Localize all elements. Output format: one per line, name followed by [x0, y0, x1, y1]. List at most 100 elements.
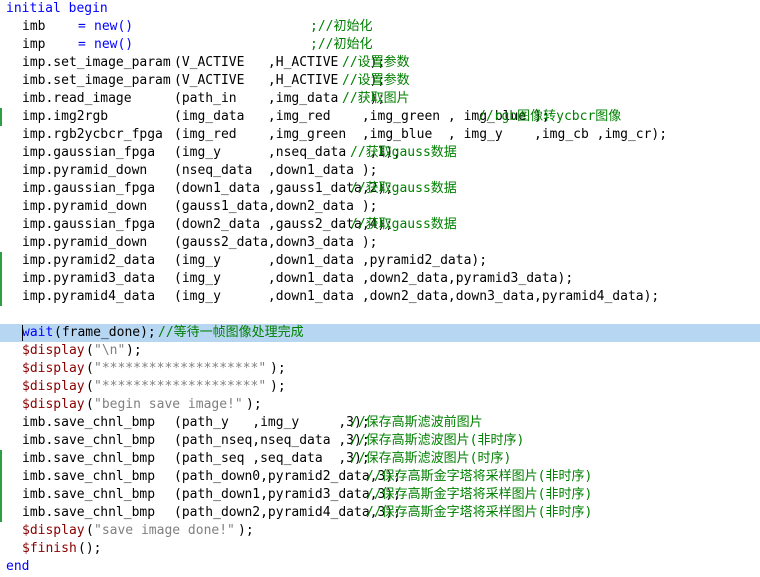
code-token: (gauss1_data,down2_data );	[174, 199, 378, 214]
code-line[interactable]: $display("begin save image!");	[0, 396, 760, 414]
code-line[interactable]: imp.pyramid_down (gauss1_data,down2_data …	[0, 198, 760, 216]
code-token: (	[86, 523, 94, 538]
code-token: imp.gaussian_fpga	[22, 181, 156, 196]
code-token: $display	[22, 397, 85, 412]
code-token: imb.save_chnl_bmp	[22, 469, 156, 484]
code-token: (img_y ,down1_data ,down2_data,down3_dat…	[174, 289, 660, 304]
code-token: (down2_data ,gauss2_data,4);	[174, 217, 394, 232]
code-token: (	[86, 397, 94, 412]
code-token: //保存高斯滤波前图片	[350, 415, 483, 430]
code-token: (path_nseq,nseq_data ,3);	[174, 433, 370, 448]
code-line[interactable]: imp.gaussian_fpga (down2_data ,gauss2_dat…	[0, 216, 760, 234]
code-line[interactable]: imb.save_chnl_bmp(path_down2,pyramid4_da…	[0, 504, 760, 522]
code-token: //获取gauss数据	[350, 145, 457, 160]
code-token: imb.save_chnl_bmp	[22, 451, 156, 466]
code-token: (gauss2_data,down3_data );	[174, 235, 378, 250]
code-token: imp.pyramid_down	[22, 199, 148, 214]
code-line[interactable]: imp=new();//初始化	[0, 36, 760, 54]
code-token: initial begin	[6, 1, 108, 16]
code-token: (path_seq ,seq_data ,3);	[174, 451, 370, 466]
code-token: (img_y ,nseq_data ,1);	[174, 145, 401, 160]
code-line[interactable]: wait(frame_done);//等待一帧图像处理完成	[0, 324, 760, 342]
code-line[interactable]: imp.pyramid4_data(img_y ,down1_data ,dow…	[0, 288, 760, 306]
code-line[interactable]: $display("********************");	[0, 378, 760, 396]
code-line[interactable]: imb.save_chnl_bmp (path_seq ,seq_data ,3)…	[0, 450, 760, 468]
code-token: wait	[22, 325, 54, 340]
code-token: (path_down1,pyramid3_data,3);	[174, 487, 401, 502]
code-token: imp.rgb2ycbcr_fpga	[22, 127, 163, 142]
change-marker	[0, 288, 2, 306]
code-token: imp.gaussian_fpga	[22, 217, 156, 232]
code-token: imp.pyramid_down	[22, 235, 148, 250]
code-line[interactable]: imb=new();//初始化	[0, 18, 760, 36]
code-token: );	[126, 343, 142, 358]
code-token: (frame_done);	[54, 325, 156, 340]
code-line[interactable]: imb.set_image_param(V_ACTIVE ,H_ACTIVE )…	[0, 72, 760, 90]
code-token: (path_y ,img_y ,3);	[174, 415, 370, 430]
change-marker	[0, 504, 2, 522]
code-token: imp	[22, 37, 46, 52]
code-line[interactable]: $display("save image done!");	[0, 522, 760, 540]
code-line[interactable]: imp.pyramid_down(nseq_data ,down1_data )…	[0, 162, 760, 180]
code-token: (V_ACTIVE ,H_ACTIVE );	[174, 55, 386, 70]
code-token: (path_down0,pyramid2_data,3);	[174, 469, 401, 484]
code-line[interactable]: imb.save_chnl_bmp (path_down0,pyramid2_da…	[0, 468, 760, 486]
code-token: //获取gauss数据	[350, 217, 457, 232]
code-token: $display	[22, 343, 85, 358]
code-token: imb.save_chnl_bmp	[22, 415, 156, 430]
change-marker	[0, 450, 2, 468]
code-token: "********************"	[94, 379, 267, 394]
code-token: =	[78, 37, 86, 52]
code-token: imp.pyramid3_data	[22, 271, 156, 286]
change-marker	[0, 486, 2, 504]
code-token: (img_y ,down1_data ,pyramid2_data);	[174, 253, 488, 268]
code-token: $display	[22, 523, 85, 538]
code-token: imp.img2rgb	[22, 109, 109, 124]
code-token: (	[86, 343, 94, 358]
code-line[interactable]: initial begin	[0, 0, 760, 18]
code-token: imp.pyramid2_data	[22, 253, 156, 268]
code-line[interactable]	[0, 306, 760, 324]
code-line[interactable]: imp.gaussian_fpga (img_y ,nseq_data ,1);/…	[0, 144, 760, 162]
code-token: "********************"	[94, 361, 267, 376]
code-line[interactable]: imb.read_image(path_in ,img_data );//获取图…	[0, 90, 760, 108]
code-line[interactable]: imb.save_chnl_bmp (path_y ,img_y ,3);//保存…	[0, 414, 760, 432]
code-line[interactable]: imp.img2rgb(img_data ,img_red ,img_green…	[0, 108, 760, 126]
code-token: );	[270, 361, 286, 376]
code-token: //保存高斯金字塔将采样图片(非时序)	[366, 469, 593, 484]
change-marker	[0, 270, 2, 288]
code-token: new()	[94, 37, 134, 52]
code-token: (V_ACTIVE ,H_ACTIVE );	[174, 73, 386, 88]
code-line[interactable]: imp.pyramid2_data (img_y ,down1_data ,pyr…	[0, 252, 760, 270]
code-token: imp.pyramid_down	[22, 163, 148, 178]
code-token: (	[86, 361, 94, 376]
code-line[interactable]: $display("\n");	[0, 342, 760, 360]
code-token: (img_red ,img_green ,img_blue , img_y ,i…	[174, 127, 668, 142]
code-line[interactable]: imb.save_chnl_bmp (path_nseq,nseq_data ,3…	[0, 432, 760, 450]
code-token: imp.gaussian_fpga	[22, 145, 156, 160]
change-marker	[0, 108, 2, 126]
code-token: imb.save_chnl_bmp	[22, 487, 156, 502]
code-line[interactable]: end	[0, 558, 760, 576]
code-token: //设置参数	[342, 73, 410, 88]
code-line[interactable]: imp.pyramid_down (gauss2_data,down3_data …	[0, 234, 760, 252]
code-token: //等待一帧图像处理完成	[158, 325, 304, 340]
code-token: //获取图片	[342, 91, 410, 106]
code-token: new()	[94, 19, 134, 34]
code-line[interactable]: imp.set_image_param(V_ACTIVE ,H_ACTIVE )…	[0, 54, 760, 72]
code-token: $display	[22, 379, 85, 394]
code-line[interactable]: imb.save_chnl_bmp (path_down1,pyramid3_da…	[0, 486, 760, 504]
code-token: (path_down2,pyramid4_data,3);	[174, 505, 401, 520]
code-line[interactable]: imp.rgb2ycbcr_fpga (img_red ,img_green ,i…	[0, 126, 760, 144]
code-token: imb.save_chnl_bmp	[22, 433, 156, 448]
code-line[interactable]: imp.gaussian_fpga(down1_data ,gauss1_dat…	[0, 180, 760, 198]
code-token: //保存高斯金字塔将采样图片(非时序)	[366, 505, 593, 520]
code-line[interactable]: $finish();	[0, 540, 760, 558]
code-token: (path_in ,img_data );	[174, 91, 386, 106]
change-marker	[0, 252, 2, 270]
code-token: //rgb图像转ycbcr图像	[478, 109, 622, 124]
code-line[interactable]: imp.pyramid3_data (img_y ,down1_data ,dow…	[0, 270, 760, 288]
code-token: (img_y ,down1_data ,down2_data,pyramid3_…	[174, 271, 574, 286]
code-line[interactable]: $display("********************");	[0, 360, 760, 378]
